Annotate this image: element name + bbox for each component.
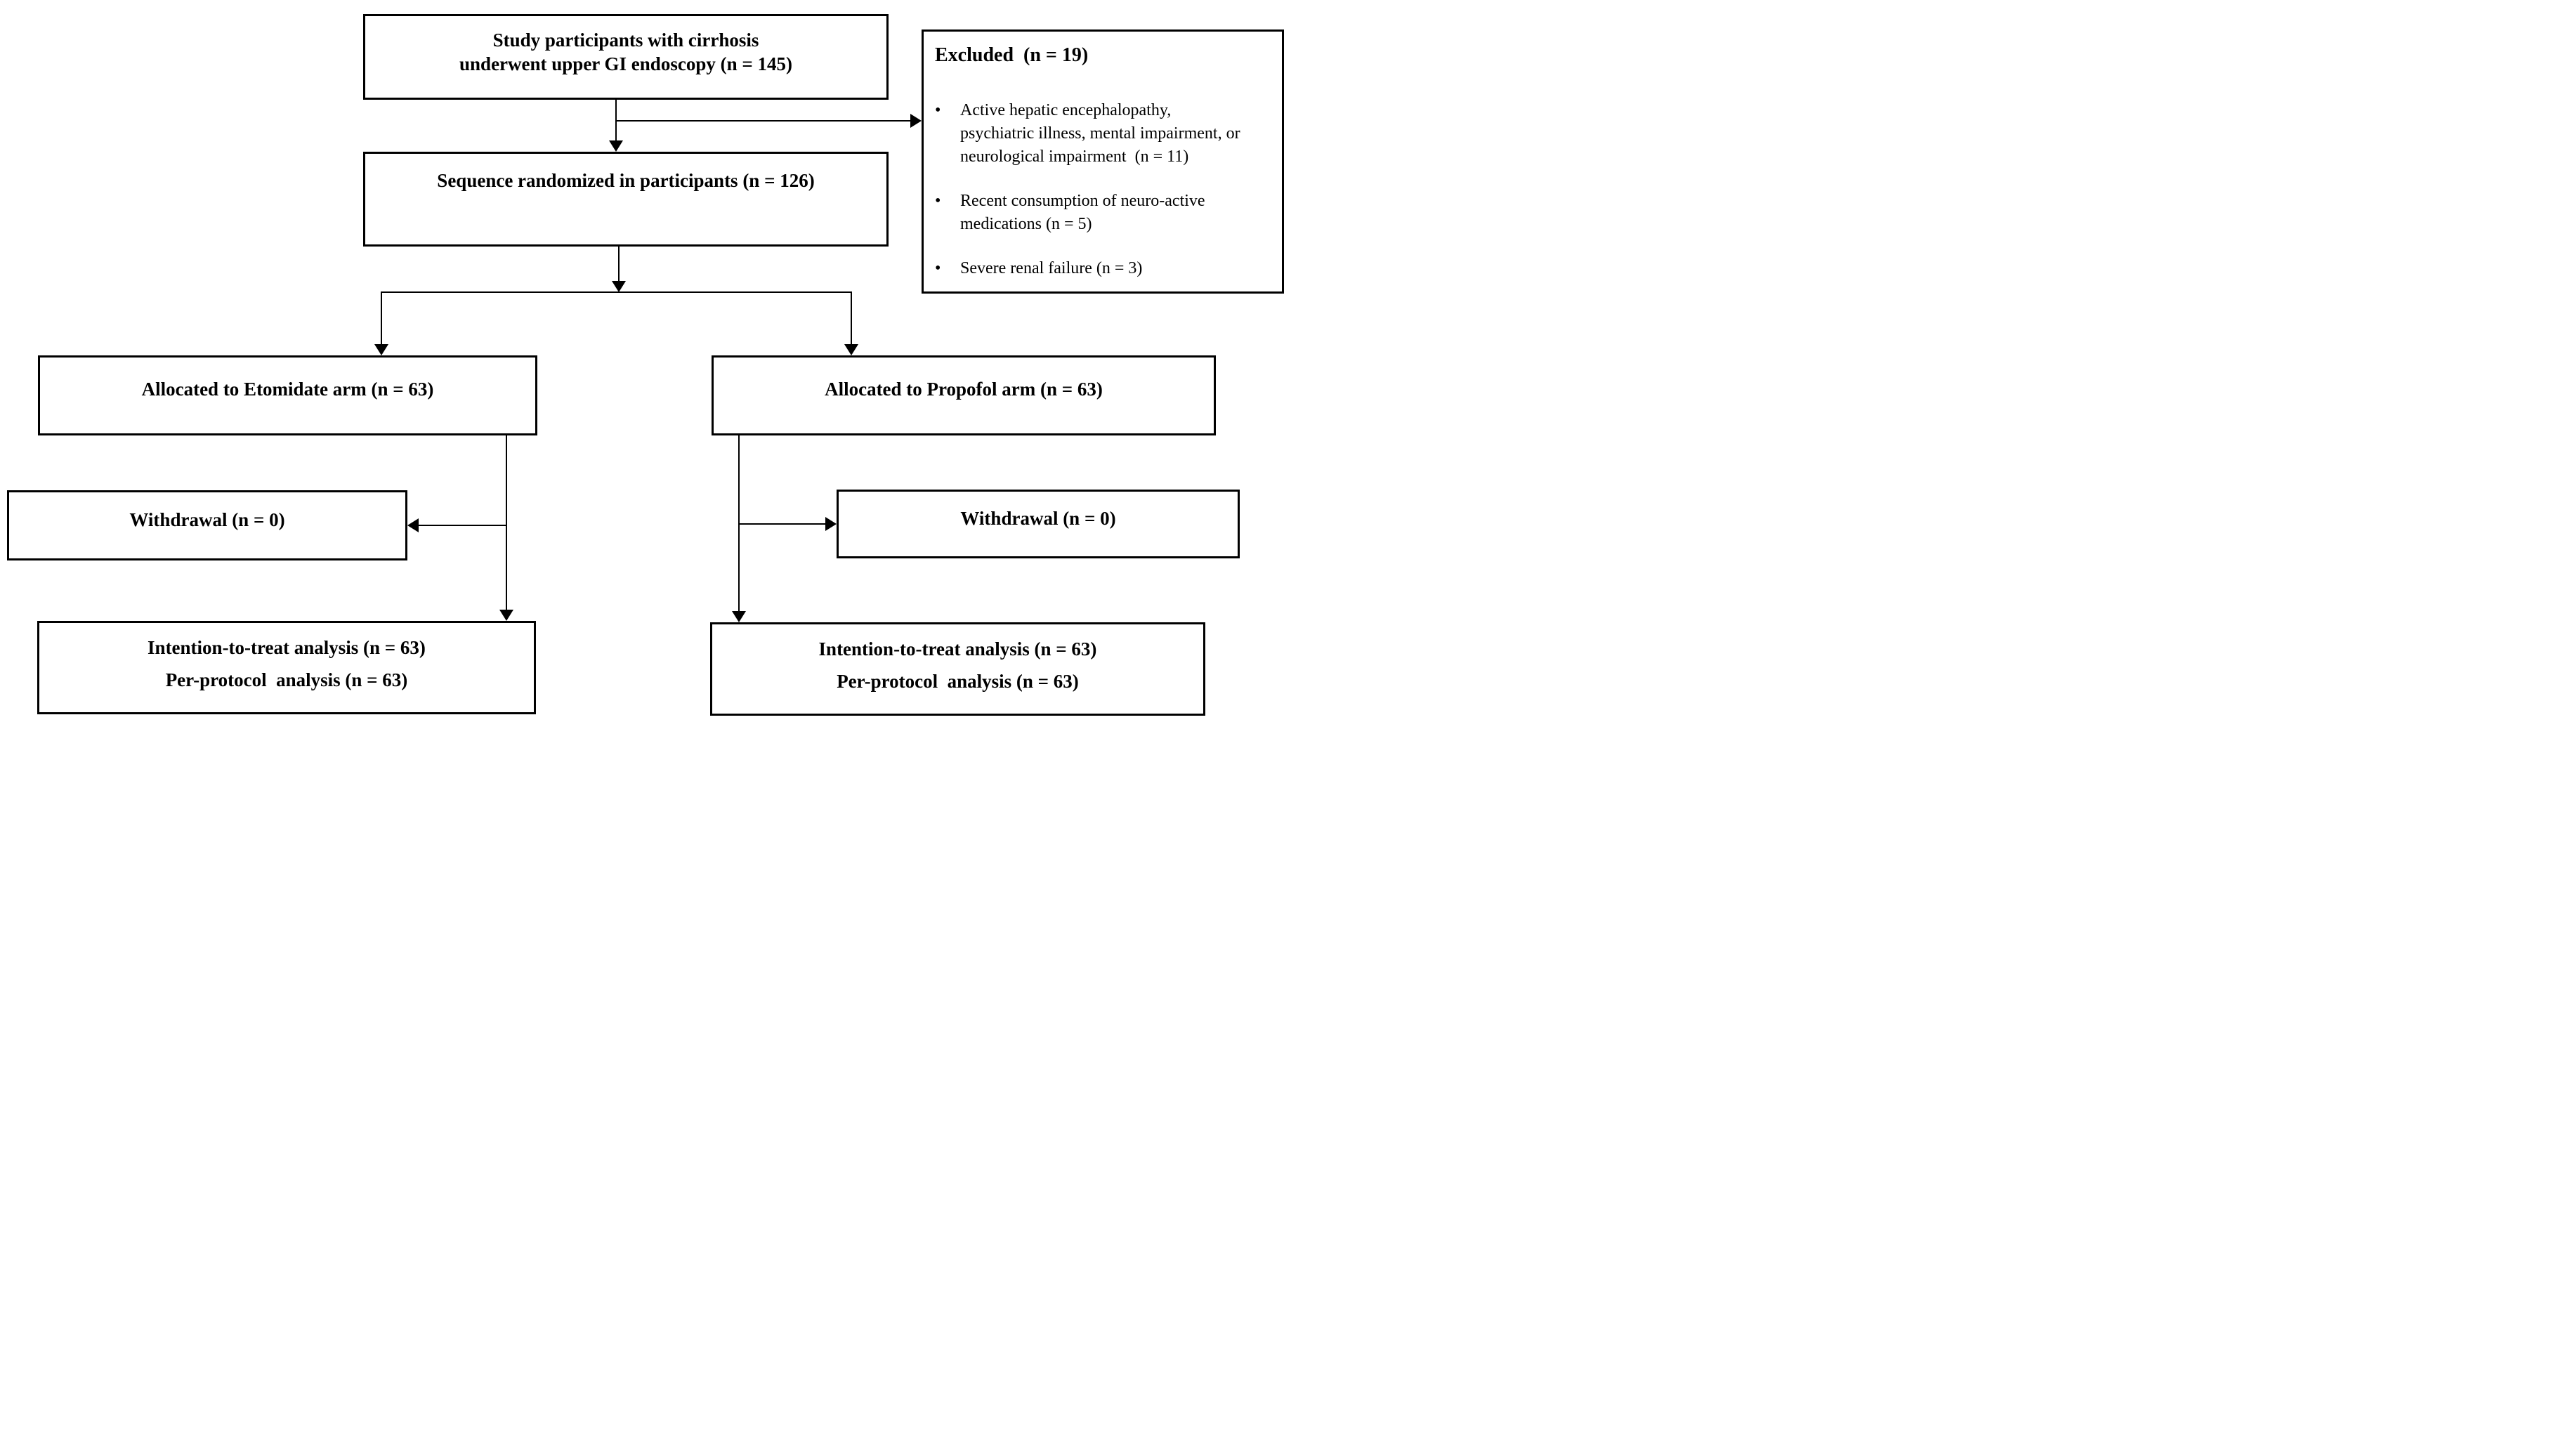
arrowhead-right: [910, 114, 922, 128]
excluded-bullet-text: Severe renal failure (n = 3): [960, 259, 1143, 277]
connector-etomidate-to-itt: [506, 435, 507, 611]
excluded-box-title: Excluded (n = 19): [935, 44, 1089, 66]
connector-to-excluded: [615, 120, 912, 122]
arrowhead-down: [374, 344, 388, 355]
consort-flow-diagram: Study participants with cirrhosis underw…: [0, 0, 1288, 728]
bullet-icon: •: [935, 101, 941, 119]
arrowhead-down: [844, 344, 858, 355]
excluded-bullet-item: • Severe renal failure (n = 3): [935, 257, 1269, 280]
excluded-box: Excluded (n = 19) • Active hepatic encep…: [922, 29, 1284, 294]
randomized-box-label: Sequence randomized in participants (n =…: [437, 170, 815, 191]
itt-right-box: Intention-to-treat analysis (n = 63) Per…: [710, 622, 1205, 716]
excluded-bullet-text: Recent consumption of neuro-active medic…: [960, 192, 1205, 233]
withdrawal-right-box: Withdrawal (n = 0): [837, 490, 1240, 558]
excluded-bullet-item: • Recent consumption of neuro-active med…: [935, 190, 1269, 236]
enrollment-box: Study participants with cirrhosis underw…: [363, 14, 889, 100]
etomidate-arm-box: Allocated to Etomidate arm (n = 63): [38, 355, 537, 435]
arrowhead-right: [825, 517, 837, 531]
propofol-arm-box: Allocated to Propofol arm (n = 63): [712, 355, 1216, 435]
enrollment-box-label: Study participants with cirrhosis underw…: [459, 29, 792, 74]
randomized-box: Sequence randomized in participants (n =…: [363, 152, 889, 247]
itt-right-label: Intention-to-treat analysis (n = 63) Per…: [818, 638, 1097, 692]
connector-randomized-to-split: [618, 247, 620, 282]
itt-left-box: Intention-to-treat analysis (n = 63) Per…: [37, 621, 536, 714]
excluded-bullet-text: Active hepatic encephalopathy, psychiatr…: [960, 101, 1240, 166]
connector-to-withdrawal-left: [417, 525, 507, 526]
excluded-bullet-item: • Active hepatic encephalopathy, psychia…: [935, 99, 1269, 169]
arrowhead-down: [609, 140, 623, 152]
arrowhead-down: [732, 611, 746, 622]
split-line: [381, 291, 852, 293]
connector-split-to-propofol: [851, 291, 852, 345]
itt-left-label: Intention-to-treat analysis (n = 63) Per…: [148, 636, 426, 690]
withdrawal-left-box: Withdrawal (n = 0): [7, 490, 407, 560]
etomidate-arm-label: Allocated to Etomidate arm (n = 63): [141, 379, 434, 400]
propofol-arm-label: Allocated to Propofol arm (n = 63): [825, 379, 1103, 400]
arrowhead-down: [612, 281, 626, 292]
withdrawal-right-label: Withdrawal (n = 0): [960, 508, 1116, 529]
connector-to-withdrawal-right: [738, 523, 825, 525]
arrowhead-down: [499, 610, 513, 621]
bullet-icon: •: [935, 192, 941, 210]
arrowhead-left: [407, 518, 419, 532]
withdrawal-left-label: Withdrawal (n = 0): [129, 509, 285, 530]
connector-split-to-etomidate: [381, 291, 382, 345]
bullet-icon: •: [935, 259, 941, 277]
